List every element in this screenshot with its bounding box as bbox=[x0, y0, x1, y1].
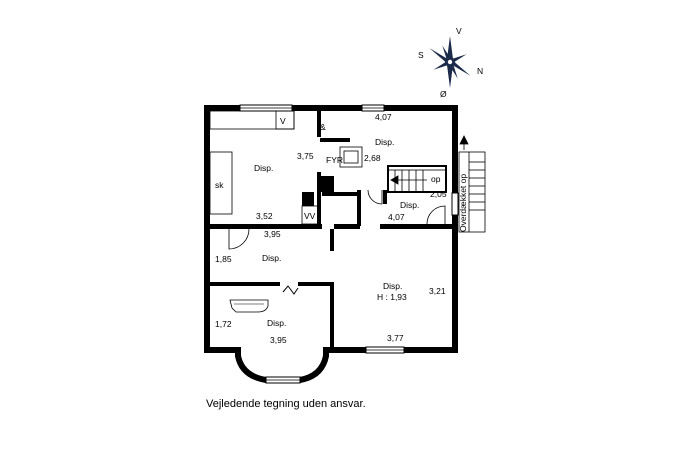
vv-label: VV bbox=[304, 211, 316, 221]
big-room-label: Disp. bbox=[383, 281, 402, 291]
hall-label: Disp. bbox=[400, 200, 419, 210]
big-room-width: 3,77 bbox=[387, 333, 404, 343]
external-stairs bbox=[458, 135, 486, 233]
compass-south-label: S bbox=[418, 50, 424, 60]
stair-room-depth: 2,05 bbox=[430, 189, 447, 199]
doors bbox=[228, 189, 446, 295]
kitchen-depth: 3,75 bbox=[297, 151, 314, 161]
compass-east-label: Ø bbox=[440, 89, 447, 99]
bay-window-wall bbox=[235, 347, 329, 383]
boiler-room-width: 2,68 bbox=[364, 153, 381, 163]
compass-north-label: N bbox=[477, 66, 483, 76]
cabinet-label: V bbox=[280, 116, 286, 126]
bay-bench bbox=[229, 299, 269, 313]
hatch-label: Overdækket op bbox=[458, 174, 468, 232]
compass-west-label: V bbox=[456, 26, 462, 36]
middle-width: 3,95 bbox=[264, 229, 281, 239]
kitchen-width: 3,52 bbox=[256, 211, 273, 221]
big-room-height: H : 1,93 bbox=[377, 292, 407, 302]
big-room-depth: 3,21 bbox=[429, 286, 446, 296]
compass-rose bbox=[429, 36, 471, 88]
boiler-label: FYR bbox=[326, 155, 343, 165]
kitchen-counter bbox=[209, 110, 363, 225]
kitchen-label: Disp. bbox=[254, 163, 273, 173]
staircase bbox=[387, 165, 447, 193]
middle-label: Disp. bbox=[262, 253, 281, 263]
bay-room-width: 3,95 bbox=[270, 335, 287, 345]
middle-depth: 1,85 bbox=[215, 254, 232, 264]
bay-room-depth: 1,72 bbox=[215, 319, 232, 329]
stair-label: op bbox=[431, 174, 441, 184]
small-icon: & bbox=[320, 122, 326, 132]
top-right-label: Disp. bbox=[375, 137, 394, 147]
disclaimer-caption: Vejledende tegning uden ansvar. bbox=[206, 398, 366, 410]
hall-width: 4,07 bbox=[388, 212, 405, 222]
interior-walls bbox=[210, 111, 452, 347]
windows bbox=[239, 104, 459, 384]
sink-label: sk bbox=[215, 180, 224, 190]
bay-room-label: Disp. bbox=[267, 318, 286, 328]
top-right-width: 4,07 bbox=[375, 112, 392, 122]
